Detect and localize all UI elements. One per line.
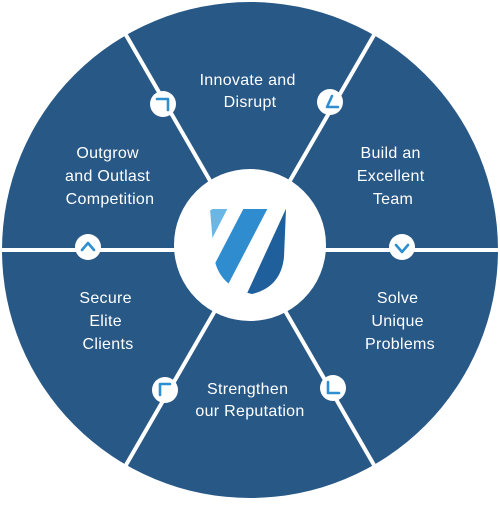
segment-label-solve-problems: Solve Unique Problems [365, 290, 435, 353]
segment-label-secure-clients: Secure Elite Clients [79, 290, 136, 353]
chevron-down-left-icon [320, 375, 346, 401]
chevron-up-right-icon [150, 91, 176, 117]
segment-label-strengthen-reputation: Strengthen our Reputation [195, 381, 304, 420]
chevron-up-icon [75, 234, 101, 260]
chevron-down-left-icon [317, 89, 343, 115]
segment-label-innovate: Innovate and Disrupt [200, 72, 301, 111]
segment-label-outgrow-competition: Outgrow and Outlast Competition [65, 145, 155, 208]
chevron-up-left-icon [152, 377, 178, 403]
segment-label-build-team: Build an Excellent Team [357, 145, 429, 208]
chevron-down-icon [389, 234, 415, 260]
wheel-dividers [0, 34, 500, 466]
direction-arrows [75, 89, 415, 403]
